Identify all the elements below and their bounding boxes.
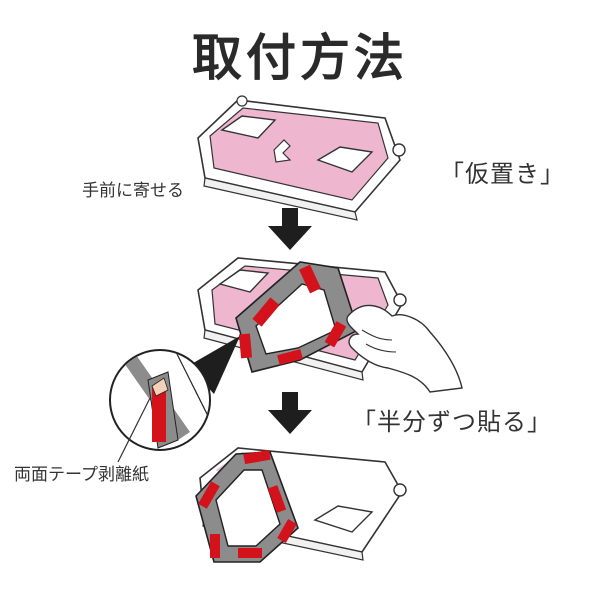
step3-bracket [195, 449, 299, 563]
hand-icon [346, 304, 463, 393]
step1-label: 手前に寄せる [82, 181, 184, 201]
magnifier-callout-icon [109, 336, 240, 463]
step2-bracket [235, 261, 359, 373]
page-title: 取付方法 [192, 29, 408, 87]
step2-note: 「半分ずつ貼る」 [352, 408, 552, 436]
down-arrow-icon [268, 392, 312, 434]
down-arrow-icon [268, 208, 312, 250]
step1-note: 「仮置き」 [440, 160, 565, 188]
release-paper-label: 両面テープ剥離紙 [14, 465, 149, 485]
step1-tray [197, 95, 406, 221]
